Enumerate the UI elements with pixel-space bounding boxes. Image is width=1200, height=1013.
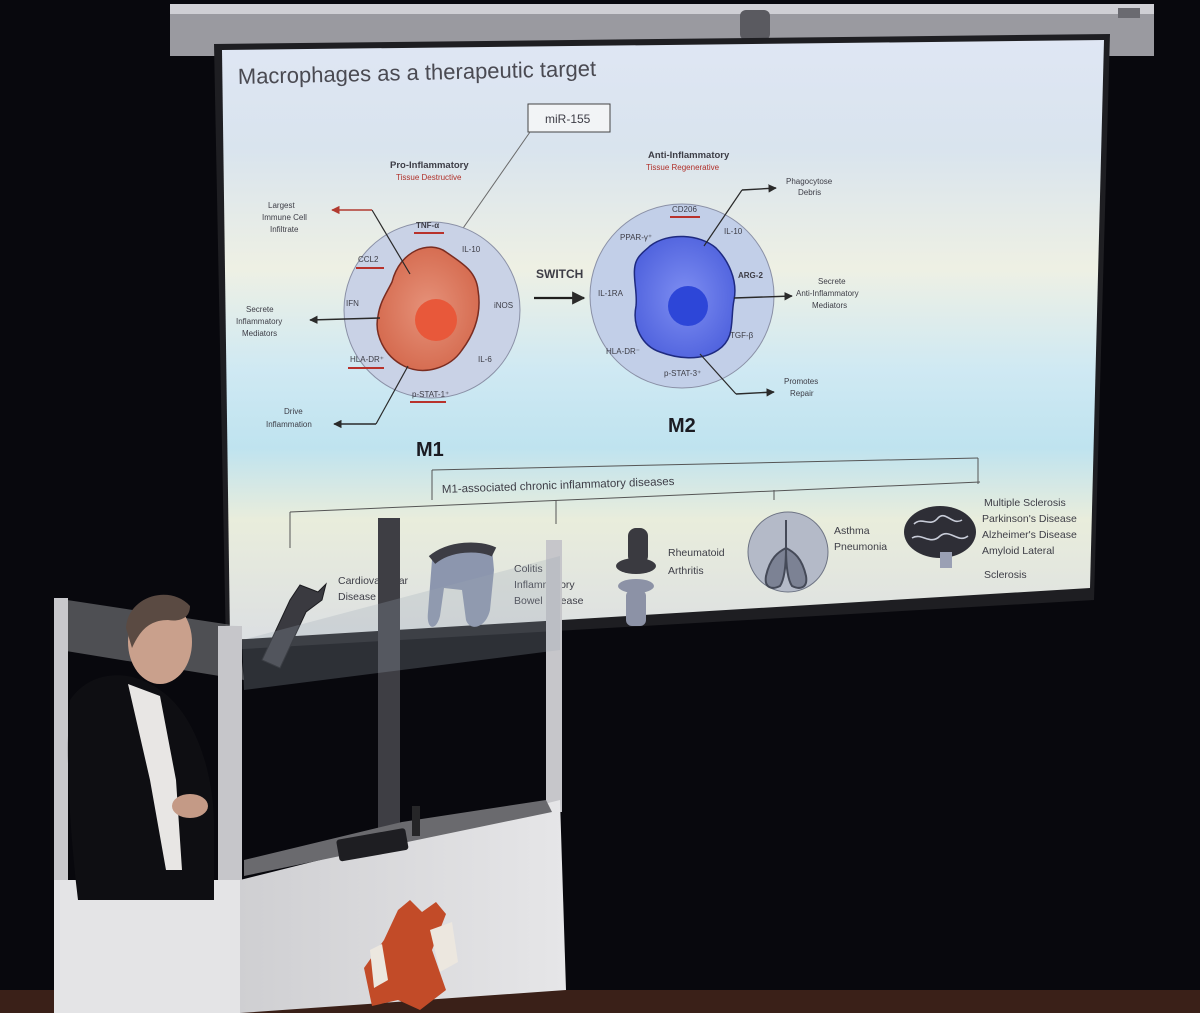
m2-arrow-phago-bend [703,189,743,247]
lungs-icon [764,520,808,589]
m1-effect-secrete-3: Mediators [242,329,277,338]
m1-effect-secrete-2: Inflammatory [236,317,282,326]
m2-arrow-secrete [733,292,793,301]
speaker-hair [126,594,190,648]
glass-frame-right [546,540,562,812]
speaker-hands [172,794,208,818]
m1-effect-largest-3: Infiltrate [270,225,299,234]
m1-marker-inos: iNOS [494,301,513,310]
glass-frame-rear [378,518,400,838]
colon-top-icon [428,542,497,565]
m1-arrow-drive-bend [375,365,409,425]
m1-marker-il6: IL-6 [478,355,492,364]
screen-motor-icon [740,10,770,40]
disease-colitis-1: Colitis [514,563,543,575]
brain-stem-icon [940,552,952,568]
mir-155-label: miR-155 [545,112,591,126]
lectern-side [54,880,240,1013]
mir-155-box [527,103,611,133]
m2-subheading: Tissue Regenerative [646,163,720,172]
m1-marker-tnf: TNF-α [416,221,439,230]
m1-heading: Pro-Inflammatory [390,160,469,171]
glass-panel-right [242,556,560,690]
disease-tree [289,457,981,548]
disease-ra-2: Arthritis [668,565,704,577]
m1-effect-drive-1: Drive [284,407,303,416]
m2-marker-hla: HLA-DR⁻ [606,347,640,356]
disease-neuro-4: Amyloid Lateral [982,545,1054,557]
m2-effect-secrete-3: Mediators [812,301,847,310]
crest-logo-icon [364,900,458,1010]
intestine-icon [427,543,494,627]
m1-subheading: Tissue Destructive [396,173,462,182]
m2-macrophage-diagram: CD206 IL-10 ARG-2 TGF-β p-STAT-3⁺ HLA-DR… [589,203,775,389]
m1-effect-drive-2: Inflammation [266,420,312,429]
m2-effect-secrete-2: Anti-Inflammatory [796,289,859,298]
m1-arrow-secrete [309,315,381,324]
m2-marker-arg2: ARG-2 [738,271,763,280]
m2-marker-il1ra: IL-1RA [598,289,624,298]
knee-joint-icon [616,528,656,626]
disease-neuro-5: Sclerosis [984,569,1027,581]
m1-marker-il10: IL-10 [462,245,481,254]
m2-effect-phago-1: Phagocytose [786,177,833,186]
m2-arrow-repair-bend [699,353,737,395]
m2-nucleus [668,286,708,326]
disease-neuro-2: Parkinson's Disease [982,513,1077,525]
m1-arrow-largest-bend [371,209,411,275]
m2-effect-repair-2: Repair [790,389,814,398]
m1-effect-largest-1: Largest [268,201,295,210]
m2-arrow-phago [741,184,777,193]
m1-marker-ifn: IFN [346,299,359,308]
m2-effect-secrete-1: Secrete [818,277,846,286]
disease-asthma-1: Asthma [834,525,870,537]
m1-nucleus [415,299,457,341]
m2-marker-tgf: TGF-β [730,331,754,340]
laptop-icon [336,828,409,862]
lectern [54,518,566,1013]
m1-marker-ccl2: CCL2 [358,255,379,264]
projected-slide: Macrophages as a therapeutic target miR-… [222,40,1104,669]
glass-frame-middle [218,626,242,916]
m1-marker-pstat1: p-STAT-1⁺ [412,390,449,399]
m1-effect-secrete-1: Secrete [246,305,274,314]
disease-neuro-1: Multiple Sclerosis [984,497,1066,509]
m2-marker-il10: IL-10 [724,227,743,236]
m2-marker-pstat3: p-STAT-3⁺ [664,369,701,378]
m1-effect-largest-2: Immune Cell [262,213,307,222]
m2-marker-ppar: PPAR-γ⁺ [620,233,652,242]
m2-label: M2 [668,415,696,437]
m1-marker-hla: HLA-DR⁺ [350,355,384,364]
disease-neuro-3: Alzheimer's Disease [982,529,1077,541]
switch-label: SWITCH [536,267,583,281]
m2-heading: Anti-Inflammatory [648,150,730,161]
blood-vessel-icon [261,582,327,669]
m1-label: M1 [416,439,444,461]
speaker-shirt [128,684,182,870]
m2-marker-cd206: CD206 [672,205,697,214]
disease-ra-1: Rheumatoid [668,547,725,559]
speaker-person [67,594,214,900]
brain-icon [904,506,976,558]
disease-asthma-2: Pneumonia [834,541,887,553]
microphone-icon [412,806,420,836]
brain-folds-icon [911,514,969,541]
m2-effect-phago-2: Debris [798,188,821,197]
glass-frame-left [54,598,68,898]
m2-effect-repair-1: Promotes [784,377,818,386]
m1-macrophage-diagram: TNF-α IL-10 iNOS IL-6 p-STAT-1⁺ HLA-DR⁺ … [343,221,521,403]
m2-arrow-repair [735,388,775,397]
disease-cardio-2: Disease [338,591,376,603]
